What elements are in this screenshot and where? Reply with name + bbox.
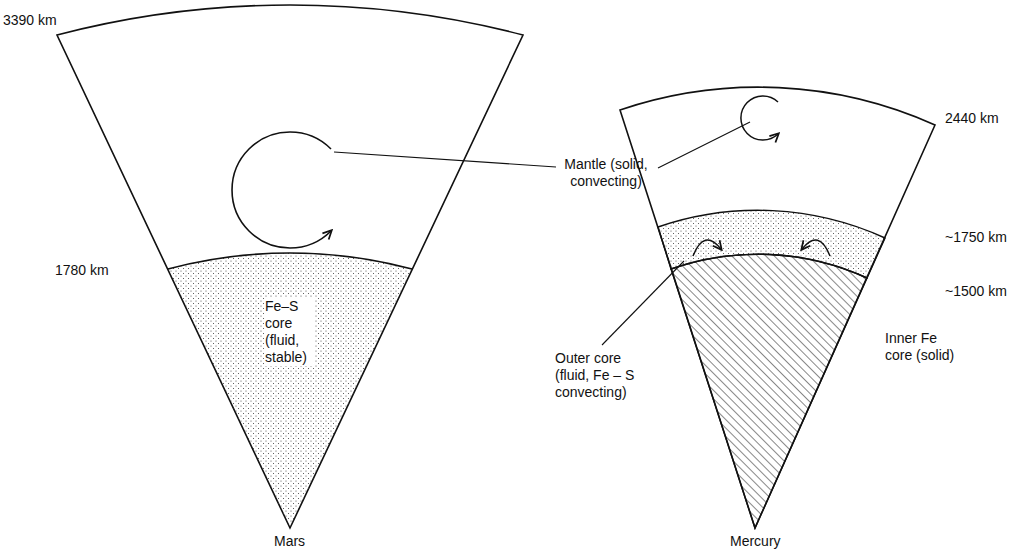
- leader-line: [602, 261, 684, 345]
- planet-name: Mercury: [730, 533, 781, 550]
- layer-label: Mantle (solid, convecting): [546, 156, 666, 190]
- radius-label: 1780 km: [55, 262, 109, 279]
- core-shape: [150, 250, 430, 540]
- layer-label: Inner Fe core (solid): [885, 330, 963, 364]
- inner-core: [671, 254, 867, 528]
- leader-line: [658, 122, 750, 168]
- core-region: Fe–S core (fluid, stable): [150, 250, 430, 540]
- mercury-wedge: [620, 87, 935, 528]
- leader-line: [334, 152, 556, 167]
- core-boundary: [168, 253, 412, 269]
- core-fill: [168, 253, 412, 528]
- convection-arrow: [693, 240, 721, 256]
- radius-label: 3390 km: [3, 12, 57, 29]
- outer-core-band: [658, 210, 885, 278]
- layer-label: Outer core (fluid, Fe – S convecting): [555, 350, 650, 401]
- convection-arrow: [802, 240, 830, 256]
- radius-label: ~1750 km: [945, 229, 1007, 246]
- convection-arrow: [232, 132, 331, 248]
- core-text: Fe–S core (fluid, stable): [265, 298, 315, 366]
- planet-name: Mars: [274, 533, 305, 550]
- radius-label: 2440 km: [945, 110, 999, 127]
- convection-arrow: [741, 96, 778, 140]
- radius-label: ~1500 km: [945, 283, 1007, 300]
- mars-wedge: [57, 5, 523, 528]
